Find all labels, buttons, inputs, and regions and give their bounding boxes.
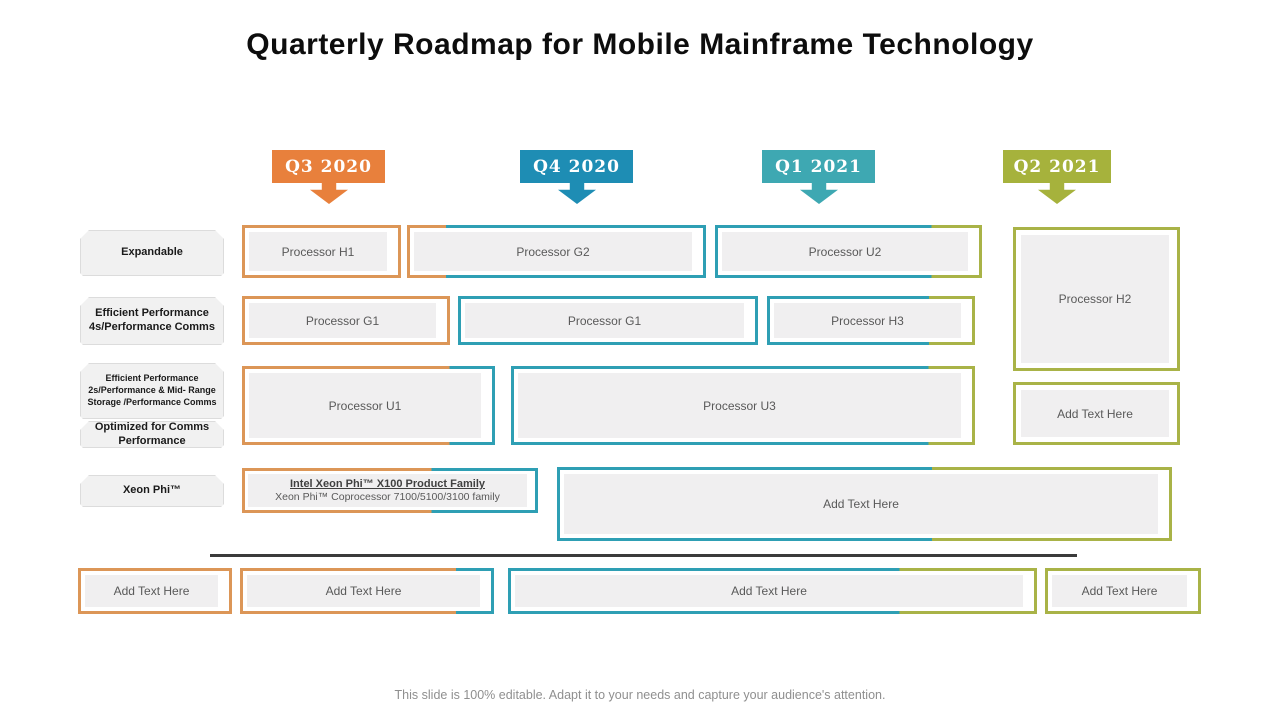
roadmap-box-processor-h1: Processor H1	[242, 225, 401, 278]
roadmap-box-xeon-phi: Intel Xeon Phi™ X100 Product Family Xeon…	[242, 468, 538, 513]
box-label: Processor G1	[249, 303, 436, 338]
box-label: Add Text Here	[1021, 390, 1169, 437]
box-label: Processor G1	[465, 303, 744, 338]
footer-note: This slide is 100% editable. Adapt it to…	[394, 688, 886, 702]
down-arrow-icon	[1038, 181, 1076, 204]
bottom-box-add-text-3: Add Text Here	[508, 568, 1037, 614]
box-label: Processor H3	[774, 303, 961, 338]
down-arrow-icon	[310, 181, 348, 204]
box-label: Processor G2	[414, 232, 692, 271]
quarter-flag-q3-2020: Q3 2020	[272, 150, 385, 183]
bottom-box-add-text-4: Add Text Here	[1045, 568, 1201, 614]
box-label: Processor H2	[1021, 235, 1169, 363]
row-label-efficient-performance-4s: Efficient Performance 4s/Performance Com…	[80, 297, 224, 345]
roadmap-box-processor-g2: Processor G2	[407, 225, 706, 278]
page-title: Quarterly Roadmap for Mobile Mainframe T…	[246, 28, 1034, 61]
roadmap-box-processor-u2: Processor U2	[715, 225, 982, 278]
xeon-product-family-title: Intel Xeon Phi™ X100 Product Family	[290, 478, 485, 490]
quarter-flag-q4-2020: Q4 2020	[520, 150, 633, 183]
bottom-box-add-text-1: Add Text Here	[78, 568, 232, 614]
roadmap-box-processor-h3: Processor H3	[767, 296, 975, 345]
row-label-expandable: Expandable	[80, 230, 224, 276]
roadmap-box-processor-g1-b: Processor G1	[458, 296, 758, 345]
roadmap-box-processor-u1: Processor U1	[242, 366, 495, 445]
bottom-box-add-text-2: Add Text Here	[240, 568, 494, 614]
box-label: Add Text Here	[85, 575, 218, 607]
horizontal-divider	[210, 554, 1077, 557]
box-label: Add Text Here	[564, 474, 1158, 534]
box-label: Processor U2	[722, 232, 968, 271]
quarter-flag-q1-2021: Q1 2021	[762, 150, 875, 183]
roadmap-box-add-text-big: Add Text Here	[557, 467, 1172, 541]
box-label: Processor U3	[518, 373, 961, 438]
xeon-coprocessor-subtitle: Xeon Phi™ Coprocessor 7100/5100/3100 fam…	[275, 491, 500, 503]
down-arrow-icon	[800, 181, 838, 204]
roadmap-box-add-text-right: Add Text Here	[1013, 382, 1180, 445]
quarter-flag-q2-2021: Q2 2021	[1003, 150, 1111, 183]
row-label-optimized-comms: Optimized for Comms Performance	[80, 421, 224, 448]
box-label: Add Text Here	[515, 575, 1023, 607]
roadmap-box-processor-g1-a: Processor G1	[242, 296, 450, 345]
box-label: Add Text Here	[1052, 575, 1187, 607]
roadmap-box-processor-u3: Processor U3	[511, 366, 975, 445]
row-label-xeon-phi: Xeon Phi™	[80, 475, 224, 507]
roadmap-box-processor-h2: Processor H2	[1013, 227, 1180, 371]
box-label: Processor H1	[249, 232, 387, 271]
box-label: Add Text Here	[247, 575, 480, 607]
box-label: Processor U1	[249, 373, 481, 438]
row-label-efficient-performance-2s: Efficient Performance 2s/Performance & M…	[80, 363, 224, 419]
down-arrow-icon	[558, 181, 596, 204]
